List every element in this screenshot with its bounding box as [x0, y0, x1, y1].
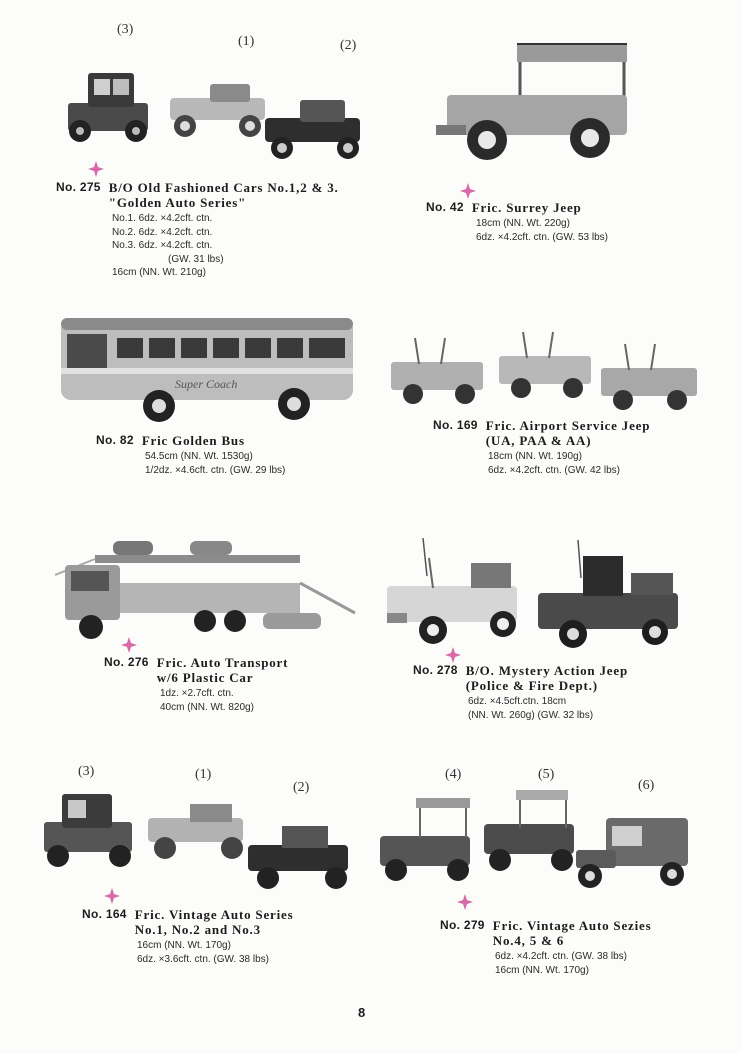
mystery-action-jeeps-photo	[383, 538, 683, 650]
vintage-auto-series-1-3-photo	[40, 790, 355, 895]
spec-line: (GW. 31 lbs)	[168, 253, 224, 265]
spec-line: 6dz. ×3.6cft. ctn. (GW. 38 lbs)	[137, 953, 269, 965]
item-number: No. 279	[440, 918, 485, 932]
item-276-caption: No. 276 Fric. Auto Transport w/6 Plastic…	[104, 655, 288, 714]
item-number: No. 82	[96, 433, 134, 447]
photo-label-2: (2)	[340, 38, 357, 53]
spec-line: 18cm (NN. Wt. 190g)	[488, 451, 582, 462]
item-title: Fric. Airport Service Jeep	[485, 418, 651, 433]
spec-line: 16cm (NN. Wt. 170g)	[137, 940, 231, 951]
stamp-mark-icon	[88, 161, 104, 177]
item-title: B/O. Mystery Action Jeep	[465, 663, 628, 678]
page-number: 8	[358, 1005, 366, 1020]
item-number: No. 164	[82, 907, 127, 921]
spec-line: 16cm (NN. Wt. 170g)	[495, 964, 589, 976]
item-title: Fric. Auto Transport	[156, 655, 289, 670]
spec-line: 40cm (NN. Wt. 820g)	[160, 701, 254, 713]
stamp-mark-icon	[457, 894, 473, 910]
stamp-mark-icon	[460, 183, 476, 199]
auto-transport-photo	[55, 535, 360, 645]
old-fashioned-cars-photo	[60, 68, 365, 168]
golden-bus-photo: Super Coach	[57, 306, 357, 428]
photo-label-3: (3)	[78, 764, 95, 779]
vintage-auto-series-4-6-photo	[376, 788, 694, 898]
spec-line: (NN. Wt. 260g) (GW. 32 lbs)	[468, 709, 594, 721]
item-number: No. 276	[104, 655, 149, 669]
item-title: Fric Golden Bus	[141, 433, 245, 448]
airport-service-jeeps-photo	[385, 330, 703, 415]
surrey-jeep-photo	[432, 40, 632, 165]
stamp-mark-icon	[121, 637, 137, 653]
item-number: No. 169	[433, 418, 478, 432]
item-title: No.1, No.2 and No.3	[134, 922, 261, 937]
spec-line: 6dz. ×4.2cft. ctn. (GW. 53 lbs)	[476, 231, 608, 243]
stamp-mark-icon	[445, 647, 461, 663]
item-number: No. 275	[56, 180, 101, 194]
item-title: Fric. Surrey Jeep	[471, 200, 582, 215]
item-title: (UA, PAA & AA)	[485, 433, 592, 448]
photo-label-5: (5)	[538, 767, 555, 782]
item-number: No. 42	[426, 200, 464, 214]
spec-line: 54.5cm (NN. Wt. 1530g)	[145, 451, 253, 462]
item-title: w/6 Plastic Car	[156, 670, 254, 685]
bus-livery-text: Super Coach	[175, 377, 237, 391]
item-title: (Police & Fire Dept.)	[465, 678, 598, 693]
item-title: No.4, 5 & 6	[492, 933, 565, 948]
stamp-mark-icon	[104, 888, 120, 904]
spec-line: 16cm (NN. Wt. 210g)	[112, 267, 206, 278]
item-42-caption: No. 42 Fric. Surrey Jeep 18cm (NN. Wt. 2…	[426, 200, 608, 244]
spec-line: No.1. 6dz. ×4.2cft. ctn.	[112, 213, 213, 224]
item-title: B/O Old Fashioned Cars No.1,2 & 3.	[108, 180, 339, 195]
item-275-caption: No. 275 B/O Old Fashioned Cars No.1,2 & …	[56, 180, 339, 280]
photo-label-4: (4)	[445, 767, 462, 782]
photo-label-3: (3)	[117, 22, 134, 37]
photo-label-2: (2)	[293, 780, 310, 795]
spec-line: 6dz. ×4.2cft. ctn. (GW. 42 lbs)	[488, 464, 620, 476]
item-279-caption: No. 279 Fric. Vintage Auto Sezies No.4, …	[440, 918, 651, 977]
spec-line: No.2. 6dz. ×4.2cft. ctn.	[112, 226, 213, 238]
photo-label-1: (1)	[195, 767, 212, 782]
photo-label-1: (1)	[238, 34, 255, 49]
spec-line: No.3. 6dz. ×4.2cft. ctn.	[112, 240, 213, 251]
item-title: Fric. Vintage Auto Series	[134, 907, 294, 922]
spec-line: 18cm (NN. Wt. 220g)	[476, 218, 570, 229]
spec-line: 1/2dz. ×4.6cft. ctn. (GW. 29 lbs)	[145, 464, 286, 476]
item-278-caption: No. 278 B/O. Mystery Action Jeep (Police…	[413, 663, 628, 722]
item-164-caption: No. 164 Fric. Vintage Auto Series No.1, …	[82, 907, 293, 966]
spec-line: 1dz. ×2.7cft. ctn.	[160, 688, 234, 699]
photo-label-6: (6)	[638, 778, 655, 793]
spec-line: 6dz. ×4.2cft. ctn. (GW. 38 lbs)	[495, 951, 627, 962]
item-title: Fric. Vintage Auto Sezies	[492, 918, 652, 933]
item-title: "Golden Auto Series"	[108, 195, 247, 210]
spec-line: 6dz. ×4.5cft.ctn. 18cm	[468, 696, 567, 707]
item-82-caption: No. 82 Fric Golden Bus 54.5cm (NN. Wt. 1…	[96, 433, 285, 477]
item-number: No. 278	[413, 663, 458, 677]
item-169-caption: No. 169 Fric. Airport Service Jeep (UA, …	[433, 418, 650, 477]
